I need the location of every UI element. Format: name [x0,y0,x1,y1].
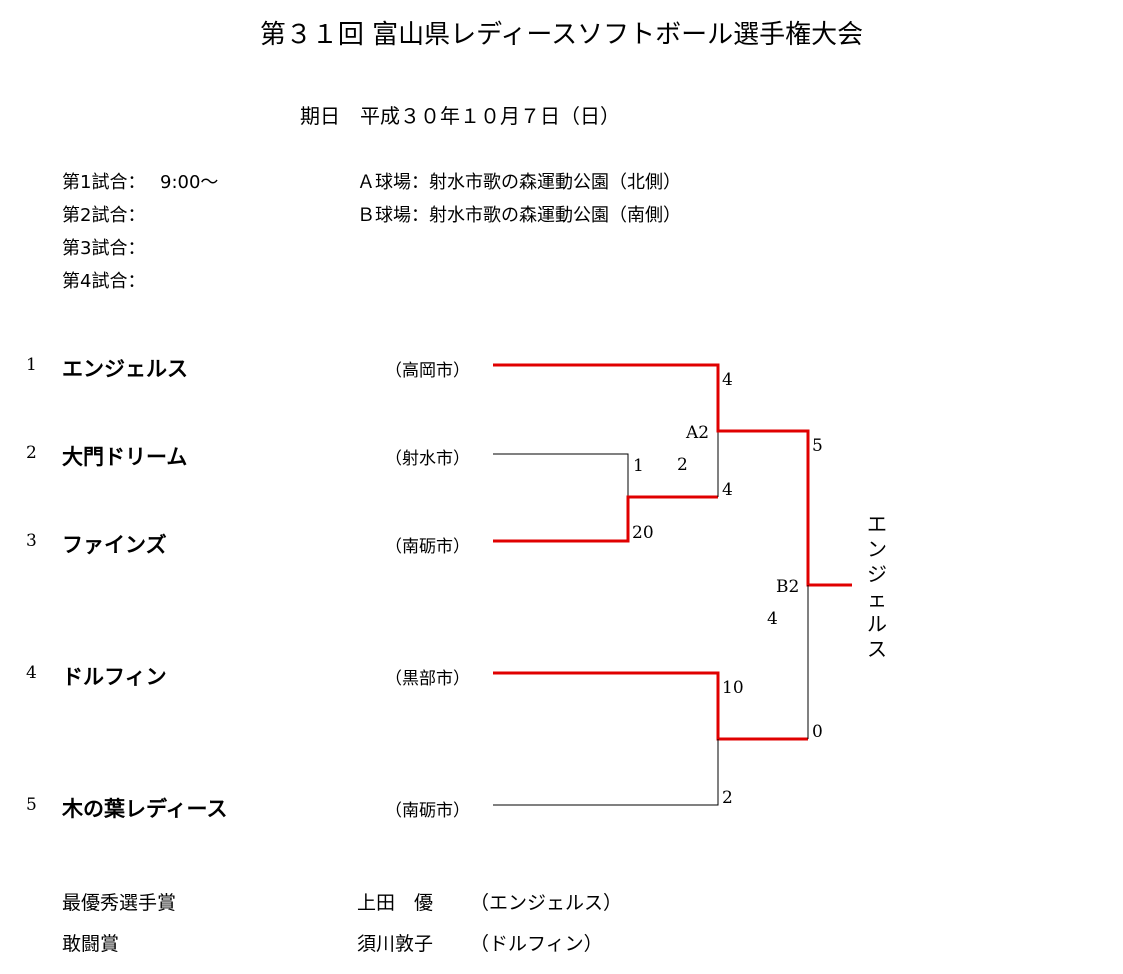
schedule-label-1: 第1試合： [62,172,146,193]
match-3-score-top: 10 [722,678,744,698]
match-2-score-top: 4 [722,370,733,390]
match-4-number: 4 [767,609,778,629]
award-label-mvp: 最優秀選手賞 [62,892,177,914]
bracket-line-team-3 [493,495,718,543]
team-city-4: （黒部市） [385,669,470,689]
team-seed-1: 1 [26,355,37,375]
venue-a: Ａ球場：射水市歌の森運動公園（北側） [357,172,681,193]
team-seed-4: 4 [26,663,37,683]
match-4-score-bottom: 0 [812,722,823,742]
schedule-label-2: 第2試合： [62,205,146,226]
team-city-1: （高岡市） [385,361,470,381]
team-name-4: ドルフィン [62,665,167,689]
match-4-score-top: 5 [812,436,823,456]
team-name-1: エンジェルス [62,357,188,381]
award-label-fighting: 敢闘賞 [62,933,120,955]
bracket-line-team-1 [493,363,852,587]
page-title: 第３１回 富山県レディースソフトボール選手権大会 [259,20,864,50]
match-4-code: B2 [776,577,800,597]
match-2-code: A2 [686,423,710,443]
award-player-fighting: 須川敦子 [357,933,434,955]
match-1-number: 1 [633,456,644,476]
champion-name: エンジェルス [867,512,887,661]
award-team-fighting: （ドルフィン） [470,933,603,955]
team-city-5: （南砺市） [385,801,470,821]
match-2-number: 2 [677,455,688,475]
event-date: 期日 平成３０年１０月７日（日） [300,104,620,128]
team-name-2: 大門ドリーム [62,445,188,469]
schedule-time-1: 9:00～ [160,172,219,193]
team-name-3: ファインズ [62,533,167,557]
team-seed-5: 5 [26,795,37,815]
award-team-mvp: （エンジェルス） [470,892,623,914]
team-city-3: （南砺市） [385,537,470,557]
match-3-score-bottom: 2 [722,788,733,808]
team-seed-3: 3 [26,531,37,551]
team-name-5: 木の葉レディース [62,797,228,821]
team-seed-2: 2 [26,443,37,463]
schedule-label-4: 第4試合： [62,271,146,292]
match-2-score-bottom: 4 [722,480,733,500]
match-1-score-bottom: 20 [632,523,654,543]
schedule-label-3: 第3試合： [62,238,146,259]
team-city-2: （射水市） [385,449,470,469]
bracket-line-team-5 [493,739,719,806]
bracket-line-team-4 [493,671,808,741]
award-player-mvp: 上田 優 [357,892,434,914]
bracket-line-team-2 [493,453,629,497]
venue-b: Ｂ球場：射水市歌の森運動公園（南側） [357,205,681,226]
